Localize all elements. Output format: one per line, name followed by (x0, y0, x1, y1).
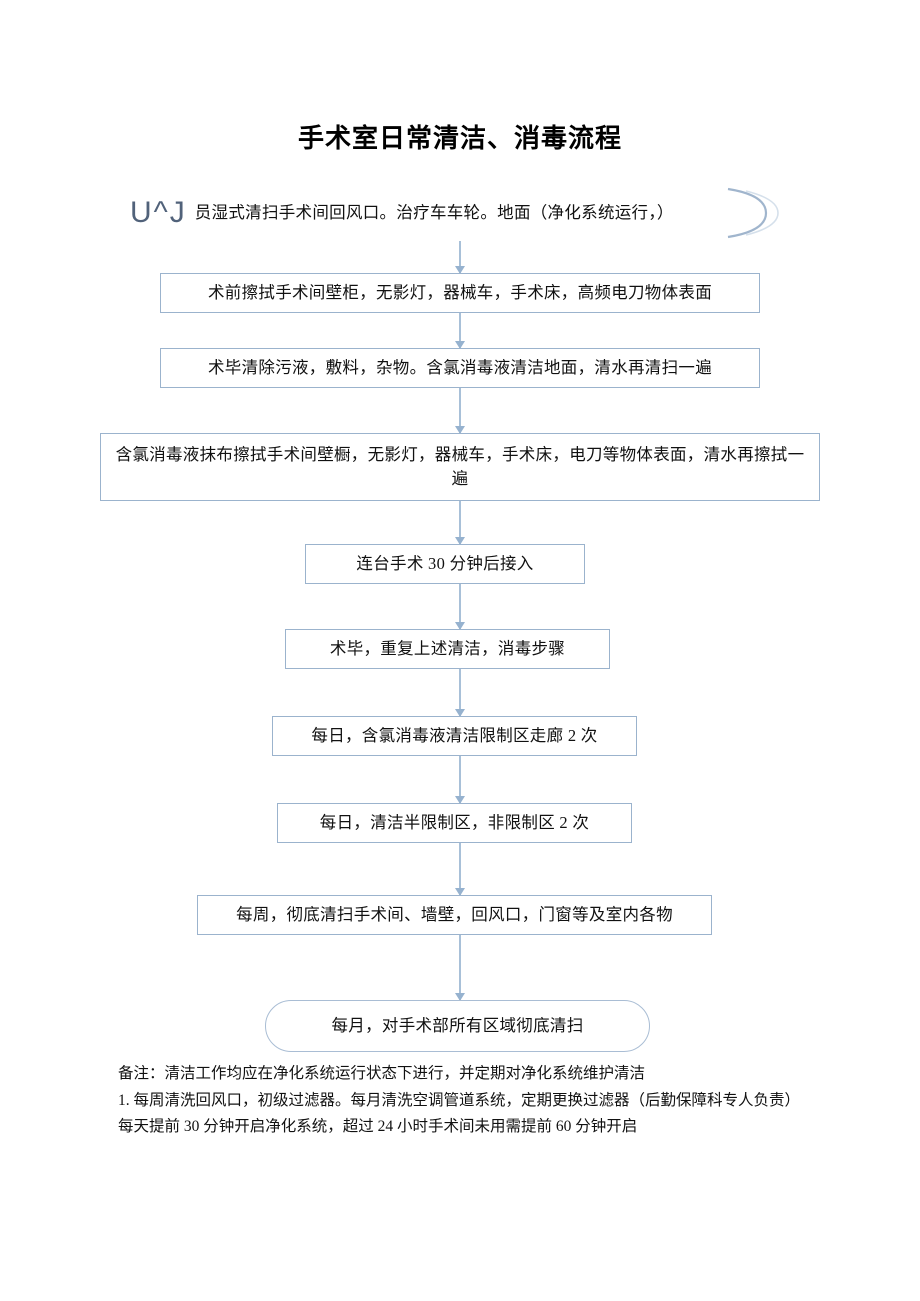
arrowhead-icon (455, 341, 465, 349)
arrowhead-icon (455, 993, 465, 1001)
flow-node-7-label: 每日，清洁半限制区，非限制区 2 次 (319, 813, 590, 833)
flow-node-3[interactable]: 含氯消毒液抹布擦拭手术间壁橱，无影灯，器械车，手术床，电刀等物体表面，清水再擦拭… (100, 433, 820, 501)
flow-node-end-label: 每月，对手术部所有区域彻底清扫 (331, 1016, 584, 1036)
flow-node-6[interactable]: 每日，含氯消毒液清洁限制区走廊 2 次 (272, 716, 637, 756)
arrowhead-icon (455, 266, 465, 274)
oval-arc-icon (727, 187, 779, 239)
connector-7-8 (455, 843, 465, 896)
page-title: 手术室日常清洁、消毒流程 (297, 123, 622, 153)
connector-6-7 (455, 756, 465, 804)
connector-4-5 (455, 584, 465, 630)
arrowhead-icon (455, 709, 465, 717)
flow-node-2-label: 术毕清除污液，敷料，杂物。含氯消毒液清洁地面，清水再清扫一遍 (208, 358, 712, 378)
flow-node-4[interactable]: 连台手术 30 分钟后接入 (305, 544, 585, 584)
connector-5-6 (455, 669, 465, 717)
connector-1-2 (455, 313, 465, 349)
flow-node-end[interactable]: 每月，对手术部所有区域彻底清扫 (265, 1000, 650, 1052)
connector-2-3 (455, 388, 465, 434)
flow-node-8[interactable]: 每周，彻底清扫手术间、墙壁，回风口，门窗等及室内各物 (197, 895, 712, 935)
note-line-2: 1. 每周清洗回风口，初级过滤器。每月清洗空调管道系统，定期更换过滤器（后勤保障… (118, 1091, 801, 1109)
arrowhead-icon (455, 426, 465, 434)
arrowhead-icon (455, 796, 465, 804)
connector-8-9 (455, 935, 465, 1001)
flow-node-5-label: 术毕，重复上述清洁，消毒步骤 (329, 639, 566, 659)
note-line-1: 备注：清洁工作均应在净化系统运行状态下进行，并定期对净化系统维护清洁 (118, 1065, 646, 1082)
flow-node-start[interactable]: U^J 员湿式清扫手术间回风口。治疗车车轮。地面（净化系统运行，） (130, 185, 780, 241)
flow-node-4-label: 连台手术 30 分钟后接入 (356, 554, 534, 574)
footer-notes: 备注：清洁工作均应在净化系统运行状态下进行，并定期对净化系统维护清洁 1. 每周… (118, 1061, 818, 1141)
flow-node-8-label: 每周，彻底清扫手术间、墙壁，回风口，门窗等及室内各物 (236, 905, 673, 925)
connector-3-4 (455, 501, 465, 545)
flow-node-start-label: 员湿式清扫手术间回风口。治疗车车轮。地面（净化系统运行，） (194, 203, 674, 223)
flow-node-3-label: 含氯消毒液抹布擦拭手术间壁橱，无影灯，器械车，手术床，电刀等物体表面，清水再擦拭… (115, 445, 805, 488)
flow-node-7[interactable]: 每日，清洁半限制区，非限制区 2 次 (277, 803, 632, 843)
connector-0-1 (455, 241, 465, 274)
flow-node-6-label: 每日，含氯消毒液清洁限制区走廊 2 次 (311, 726, 598, 746)
flow-node-1[interactable]: 术前擦拭手术间壁柜，无影灯，器械车，手术床，高频电刀物体表面 (160, 273, 760, 313)
flow-node-2[interactable]: 术毕清除污液，敷料，杂物。含氯消毒液清洁地面，清水再清扫一遍 (160, 348, 760, 388)
arrowhead-icon (455, 622, 465, 630)
note-line-3: 每天提前 30 分钟开启净化系统，超过 24 小时手术间未用需提前 60 分钟开… (118, 1118, 638, 1136)
flow-node-5[interactable]: 术毕，重复上述清洁，消毒步骤 (285, 629, 610, 669)
flow-node-1-label: 术前擦拭手术间壁柜，无影灯，器械车，手术床，高频电刀物体表面 (208, 283, 712, 303)
garbled-glyph-text: U^J (130, 196, 187, 229)
arrowhead-icon (455, 537, 465, 545)
arrowhead-icon (455, 888, 465, 896)
